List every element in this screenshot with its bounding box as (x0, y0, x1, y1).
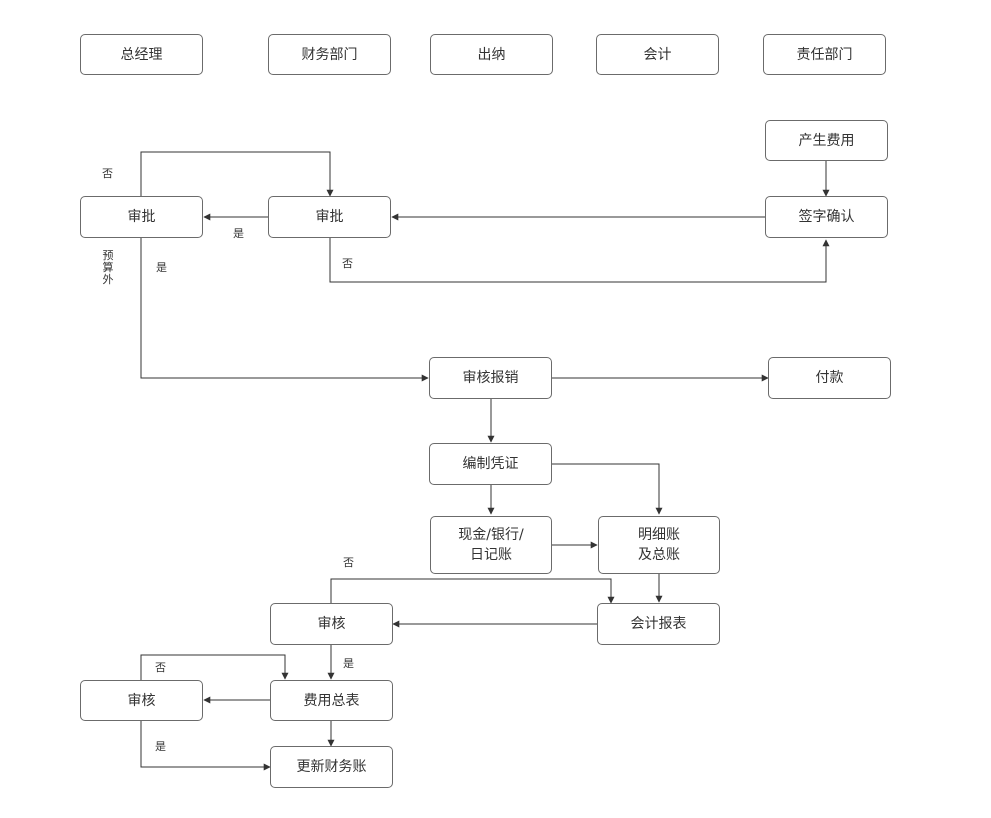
node-ledger: 明细账 及总账 (598, 516, 720, 574)
lane-general-manager: 总经理 (80, 34, 203, 75)
node-update-ledger: 更新财务账 (270, 746, 393, 788)
lane-cashier: 出纳 (430, 34, 553, 75)
edge-audit1-reject (330, 578, 615, 604)
edge-audit2-to-update (140, 721, 271, 771)
node-make-voucher: 编制凭证 (429, 443, 552, 485)
edge-audit2-reject (140, 654, 289, 680)
node-accounting-report: 会计报表 (597, 603, 720, 645)
label-audit1-yes: 是 (343, 657, 354, 670)
node-approve-gm: 审批 (80, 196, 203, 238)
edge-voucher-to-ledger (552, 463, 663, 515)
label-audit2-no: 否 (155, 661, 166, 674)
node-cost-summary: 费用总表 (270, 680, 393, 721)
node-approve-finance: 审批 (268, 196, 391, 238)
node-audit-report: 审核 (270, 603, 393, 645)
label-audit2-yes: 是 (155, 740, 166, 753)
lane-responsible-dept: 责任部门 (763, 34, 886, 75)
lane-accountant: 会计 (596, 34, 719, 75)
label-finance-yes: 是 (233, 227, 244, 240)
label-budget-out: 预算外 (102, 249, 114, 286)
edge-gm-to-audit (140, 238, 429, 382)
node-generate-cost: 产生费用 (765, 120, 888, 161)
label-finance-no: 否 (342, 257, 353, 270)
node-audit-summary: 审核 (80, 680, 203, 721)
node-audit-reimburse: 审核报销 (429, 357, 552, 399)
node-payment: 付款 (768, 357, 891, 399)
label-gm-yes: 是 (156, 261, 167, 274)
edge-gm-reject (140, 151, 334, 197)
edge-approve-reject (329, 238, 830, 283)
label-gm-no: 否 (102, 167, 113, 180)
lane-finance-dept: 财务部门 (268, 34, 391, 75)
node-sign-confirm: 签字确认 (765, 196, 888, 238)
node-journal: 现金/银行/ 日记账 (430, 516, 552, 574)
label-report-no: 否 (343, 556, 354, 569)
